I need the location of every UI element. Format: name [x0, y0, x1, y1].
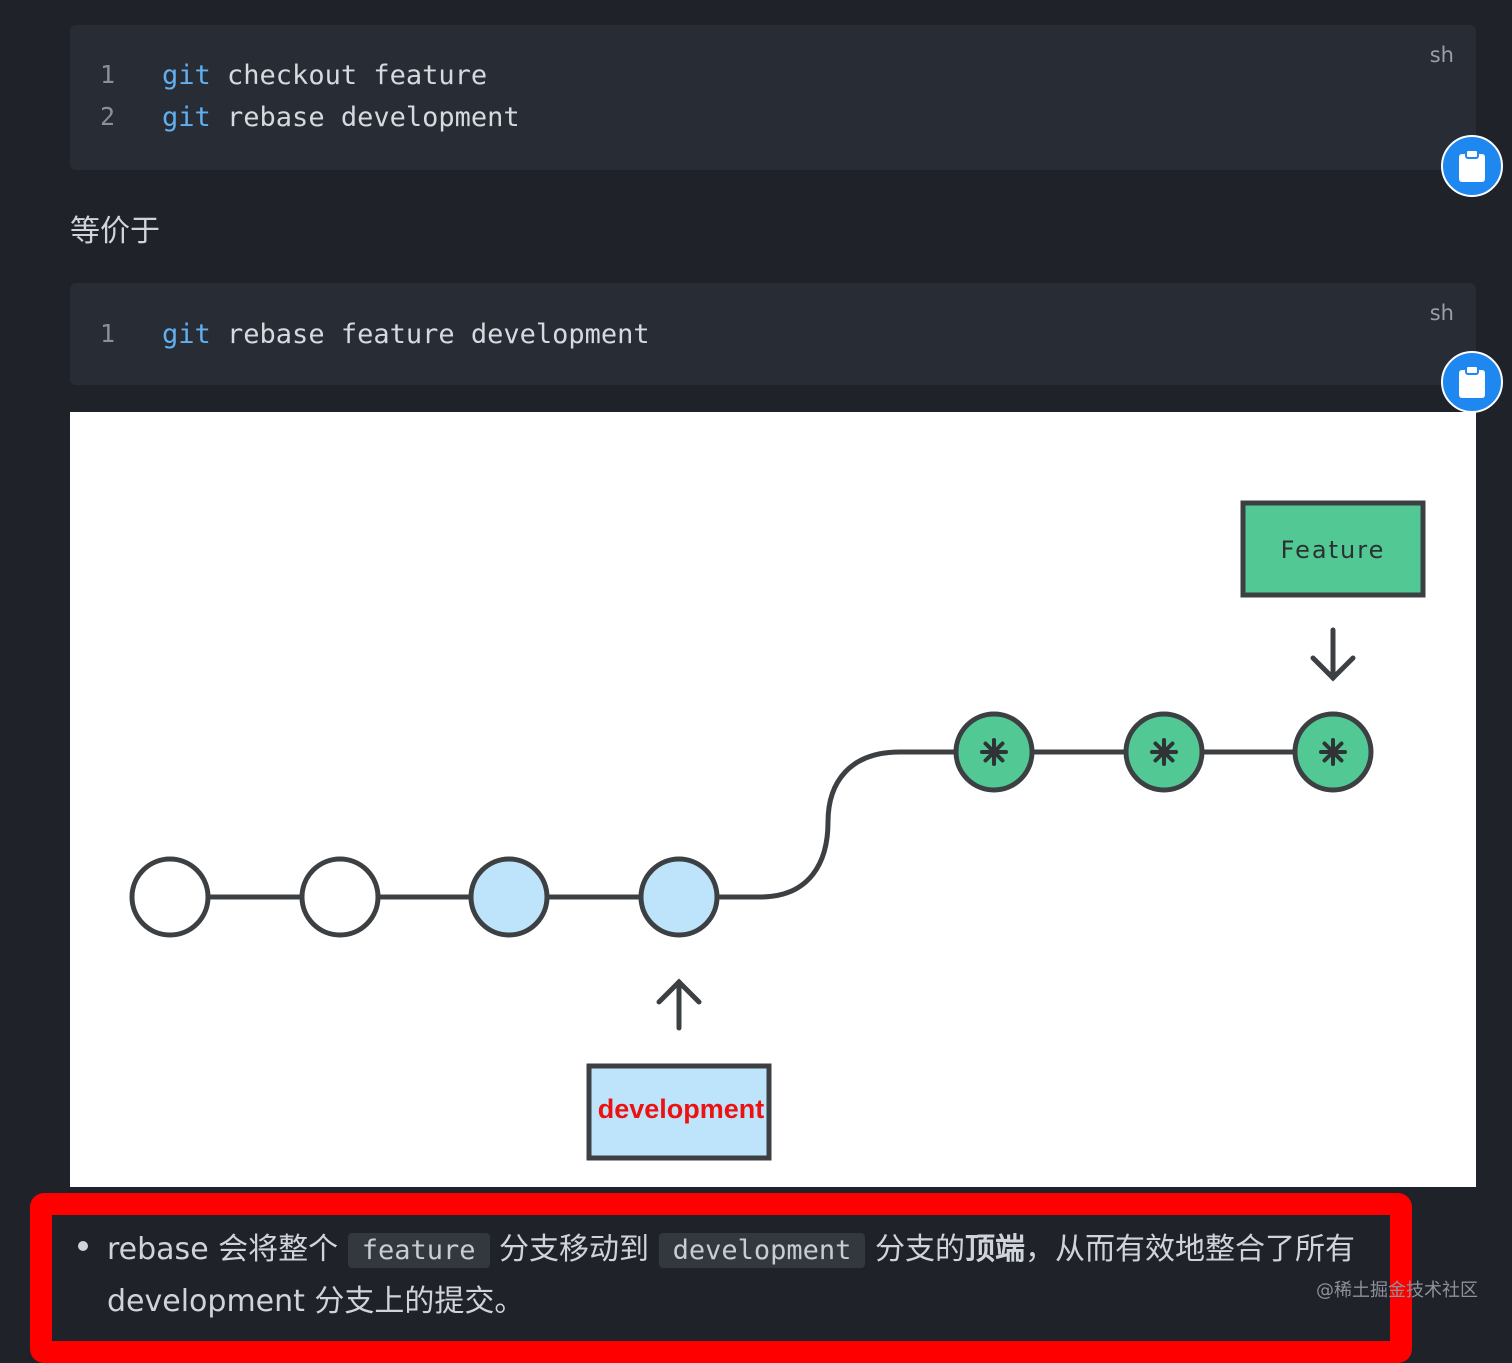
bold-text: 顶端 — [964, 1232, 1025, 1267]
inline-code: feature — [347, 1233, 490, 1268]
copy-code-button[interactable] — [1441, 351, 1503, 413]
code-keyword: git — [162, 102, 211, 133]
clipboard-icon — [1459, 149, 1485, 182]
code-language-label: sh — [1429, 43, 1454, 67]
code-block-2: 1 git rebase feature development sh — [70, 283, 1476, 385]
commit-node — [129, 856, 211, 938]
feature-label-box — [1240, 500, 1426, 598]
feature-commit-node — [1292, 711, 1374, 793]
development-label-box — [586, 1063, 772, 1161]
feature-commit-node — [1123, 711, 1205, 793]
code-text: rebase feature development — [210, 319, 650, 350]
arrow-up-icon — [656, 978, 702, 1031]
code-language-label: sh — [1429, 301, 1454, 325]
code-text: rebase development — [210, 102, 520, 133]
inline-code: development — [658, 1233, 866, 1268]
code-keyword: git — [162, 60, 211, 91]
code-keyword: git — [162, 319, 211, 350]
bullet-dot — [78, 1241, 88, 1251]
commit-node — [468, 856, 550, 938]
code-text: checkout feature — [210, 60, 488, 91]
line-number: 1 — [100, 319, 116, 348]
commit-node — [299, 856, 381, 938]
feature-label: Feature — [1281, 536, 1386, 564]
rebase-diagram: Feature development — [70, 412, 1476, 1187]
watermark: @稀土掘金技术社区 — [1316, 1280, 1478, 1301]
clipboard-icon — [1459, 365, 1485, 398]
feature-branch-line — [679, 749, 1333, 900]
bullet-text-part: 分支移动到 — [489, 1232, 659, 1267]
feature-commit-node — [953, 711, 1035, 793]
commit-node — [638, 856, 720, 938]
line-number: 1 — [100, 60, 116, 89]
copy-code-button[interactable] — [1441, 135, 1503, 197]
bullet-text-part: 分支的 — [865, 1232, 965, 1267]
rebase-diagram-svg: Feature development — [129, 500, 1426, 1161]
bullet-text-part: ，从而有效地整合了所有 development 分支上的提交。 — [107, 1232, 1355, 1319]
equivalent-text: 等价于 — [70, 214, 160, 249]
arrow-down-icon — [1310, 627, 1356, 682]
bullet-text-part: rebase 会将整个 — [107, 1232, 348, 1267]
development-label: development — [598, 1094, 765, 1124]
line-number: 2 — [100, 102, 116, 131]
code-block-1: 1 git checkout feature 2 git rebase deve… — [70, 25, 1476, 170]
bullet-text: rebase 会将整个 feature 分支移动到 development 分支… — [107, 1224, 1397, 1327]
